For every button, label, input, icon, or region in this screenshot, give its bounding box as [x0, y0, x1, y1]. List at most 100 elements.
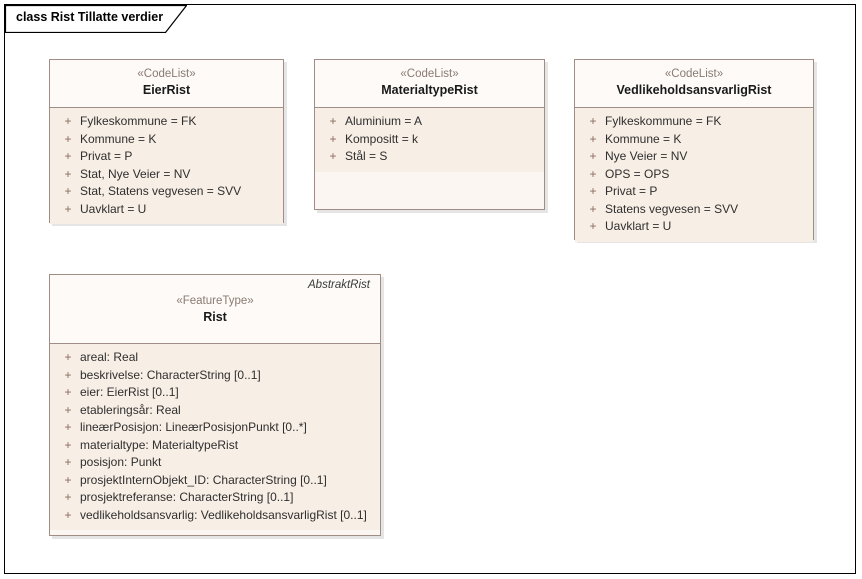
diagram-frame: class Rist Tillatte verdier «CodeList» E… — [4, 4, 856, 574]
uml-attribute-row: + Fylkeskommune = FK — [581, 113, 807, 131]
visibility-marker: + — [64, 166, 72, 181]
uml-attribute-row: + Uavklart = U — [56, 201, 277, 219]
uml-attribute-row: + Stat, Statens vegvesen = SVV — [56, 183, 277, 201]
attribute-text: Stål = S — [345, 149, 388, 163]
uml-attribute-list: + Aluminium = A + Kompositt = k + Stål =… — [315, 108, 544, 172]
uml-attribute-row: + areal: Real — [56, 349, 374, 367]
uml-attribute-row: + Kommune = K — [581, 131, 807, 149]
visibility-marker: + — [589, 131, 597, 146]
visibility-marker: + — [589, 184, 597, 198]
visibility-marker: + — [64, 201, 72, 216]
uml-class-stereotype: «CodeList» — [400, 68, 459, 80]
attribute-text: prosjektInternObjekt_ID: CharacterString… — [80, 472, 327, 487]
uml-class-stereotype: «CodeList» — [664, 68, 724, 80]
visibility-marker: + — [64, 437, 72, 452]
uml-class-name: EierRist — [142, 83, 191, 97]
attribute-text: areal: Real — [80, 350, 139, 364]
visibility-marker: + — [589, 219, 597, 233]
uml-class-stereotype: «FeatureType» — [176, 295, 254, 307]
visibility-marker: + — [64, 385, 72, 399]
attribute-text: etableringsår: Real — [80, 402, 181, 417]
attribute-text: Uavklart = U — [605, 219, 672, 233]
uml-attribute-list: + areal: Real + beskrivelse: CharacterSt… — [50, 344, 380, 530]
attribute-text: OPS = OPS — [605, 166, 670, 181]
attribute-text: beskrivelse: CharacterString [0..1] — [80, 367, 261, 382]
uml-class-header: AbstraktRist «FeatureType» Rist — [50, 275, 380, 344]
visibility-marker: + — [64, 455, 72, 469]
attribute-text: Kompositt = k — [345, 131, 419, 146]
uml-attribute-row: + OPS = OPS — [581, 166, 807, 184]
attribute-text: vedlikeholdsansvarlig: Vedlikeholdsansva… — [80, 507, 367, 522]
uml-attribute-row: + posisjon: Punkt — [56, 454, 374, 472]
uml-class-header: «CodeList» MaterialtypeRist — [315, 60, 544, 108]
uml-class-name: Rist — [203, 310, 227, 324]
attribute-text: Fylkeskommune = FK — [605, 114, 722, 128]
visibility-marker: + — [329, 114, 337, 128]
uml-attribute-row: + materialtype: MaterialtypeRist — [56, 437, 374, 455]
visibility-marker: + — [64, 420, 72, 434]
diagram-tab-label: class Rist Tillatte verdier — [16, 10, 164, 24]
uml-class-vedlikeholdsansvarligrist[interactable]: «CodeList» VedlikeholdsansvarligRist + F… — [574, 59, 814, 242]
uml-attribute-row: + etableringsår: Real — [56, 402, 374, 420]
diagram-tab[interactable]: class Rist Tillatte verdier — [5, 5, 187, 33]
visibility-marker: + — [589, 201, 597, 216]
attribute-text: Stat, Statens vegvesen = SVV — [80, 184, 242, 198]
attribute-text: Kommune = K — [605, 131, 682, 146]
visibility-marker: + — [64, 402, 72, 417]
attribute-text: Uavklart = U — [80, 201, 147, 216]
visibility-marker: + — [64, 149, 72, 163]
visibility-marker: + — [64, 367, 72, 382]
uml-attribute-row: + Privat = P — [581, 183, 807, 201]
uml-attribute-row: + Stål = S — [321, 148, 538, 166]
uml-class-stereotype: «CodeList» — [137, 68, 196, 80]
uml-attribute-row: + prosjektreferanse: CharacterString [0.… — [56, 489, 374, 507]
visibility-marker: + — [64, 507, 72, 522]
diagram-tab-shape — [5, 5, 187, 33]
uml-attribute-row: + eier: EierRist [0..1] — [56, 384, 374, 402]
visibility-marker: + — [64, 131, 72, 146]
uml-attribute-row: + Fylkeskommune = FK — [56, 113, 277, 131]
attribute-text: Statens vegvesen = SVV — [605, 201, 739, 216]
attribute-text: Privat = P — [605, 184, 658, 198]
uml-attribute-row: + vedlikeholdsansvarlig: Vedlikeholdsans… — [56, 507, 374, 525]
uml-class-rist[interactable]: AbstraktRist «FeatureType» Rist + areal:… — [49, 274, 381, 536]
visibility-marker: + — [64, 114, 72, 128]
attribute-text: materialtype: MaterialtypeRist — [80, 437, 239, 452]
uml-attribute-list: + Fylkeskommune = FK + Kommune = K + Pri… — [50, 108, 283, 224]
visibility-marker: + — [64, 472, 72, 487]
visibility-marker: + — [329, 131, 337, 146]
uml-attribute-row: + Statens vegvesen = SVV — [581, 201, 807, 219]
attribute-text: Privat = P — [80, 149, 133, 163]
attribute-text: eier: EierRist [0..1] — [80, 385, 179, 399]
uml-class-materialtyperist[interactable]: «CodeList» MaterialtypeRist + Aluminium … — [314, 59, 545, 210]
uml-attribute-row: + Uavklart = U — [581, 218, 807, 236]
attribute-text: posisjon: Punkt — [80, 455, 162, 469]
visibility-marker: + — [589, 149, 597, 163]
uml-attribute-row: + Kompositt = k — [321, 131, 538, 149]
visibility-marker: + — [589, 166, 597, 181]
uml-class-header: «CodeList» EierRist — [50, 60, 283, 108]
uml-attribute-row: + Stat, Nye Veier = NV — [56, 166, 277, 184]
attribute-text: Aluminium = A — [345, 114, 423, 128]
attribute-text: Kommune = K — [80, 131, 157, 146]
visibility-marker: + — [64, 184, 72, 198]
uml-class-eierrist[interactable]: «CodeList» EierRist + Fylkeskommune = FK… — [49, 59, 284, 224]
uml-class-name: MaterialtypeRist — [381, 83, 478, 97]
attribute-text: Stat, Nye Veier = NV — [80, 166, 191, 181]
visibility-marker: + — [329, 149, 337, 163]
attribute-text: prosjektreferanse: CharacterString [0..1… — [80, 490, 294, 504]
uml-parent-class-label: AbstraktRist — [308, 279, 370, 291]
uml-attribute-row: + Aluminium = A — [321, 113, 538, 131]
uml-attribute-row: + Nye Veier = NV — [581, 148, 807, 166]
uml-attribute-row: + prosjektInternObjekt_ID: CharacterStri… — [56, 472, 374, 490]
uml-attribute-row: + Kommune = K — [56, 131, 277, 149]
uml-class-name: VedlikeholdsansvarligRist — [616, 83, 772, 97]
visibility-marker: + — [64, 490, 72, 504]
uml-class-header: «CodeList» VedlikeholdsansvarligRist — [575, 60, 813, 108]
uml-attribute-row: + Privat = P — [56, 148, 277, 166]
attribute-text: Nye Veier = NV — [605, 149, 688, 163]
uml-attribute-row: + beskrivelse: CharacterString [0..1] — [56, 367, 374, 385]
uml-attribute-row: + lineærPosisjon: LineærPosisjonPunkt [0… — [56, 419, 374, 437]
attribute-text: lineærPosisjon: LineærPosisjonPunkt [0..… — [80, 420, 307, 434]
uml-attribute-list: + Fylkeskommune = FK + Kommune = K + Nye… — [575, 108, 813, 242]
